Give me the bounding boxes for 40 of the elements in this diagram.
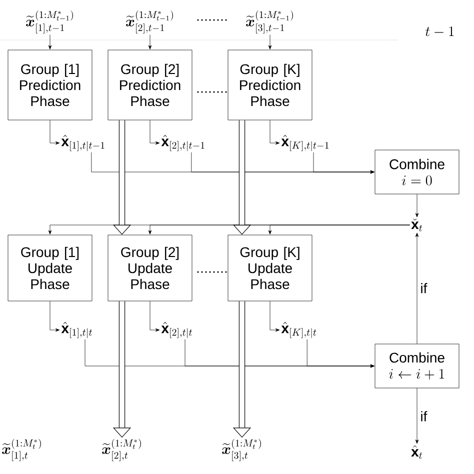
edge-label: if [419, 282, 428, 294]
formula-label: $\widetilde{\boldsymbol{x}}_{[3],t-1}^{(1:M_{t-1}^{*})}$ [246, 10, 293, 34]
arrow [50, 120, 60, 145]
formula-label: $\hat{\mathbf{x}}_{[2],t|t}$ [161, 322, 192, 338]
arrow [48, 34, 52, 50]
formula-label: $\hat{\mathbf{x}}_{[K],t|t-1}$ [281, 134, 328, 152]
formula-label: $\widetilde{\boldsymbol{x}}_{[2],t-1}^{(1:M_{t-1}^{*})}$ [126, 10, 173, 34]
time-label: $t-1$ [425, 26, 454, 36]
formula-label: $\widetilde{\boldsymbol{x}}_{[2],t}^{(1:M_{t}^{*})}$ [102, 438, 141, 462]
formula-label: $\hat{\mathbf{x}}_{t}$ [411, 445, 422, 459]
process-box: Group [K] Update Phase [228, 234, 312, 302]
arrow [50, 301, 60, 332]
arrow [270, 301, 280, 332]
arrow [150, 301, 160, 332]
process-box: Group [2] Prediction Phase [108, 50, 192, 120]
arrow [306, 339, 374, 368]
arrow [268, 34, 272, 50]
arrow [415, 388, 419, 444]
arrow [268, 224, 410, 234]
formula-label: $\hat{\mathbf{x}}_{[K],t|t}$ [281, 322, 316, 338]
formula-label: $\widetilde{\boldsymbol{x}}_{[3],t}^{(1:M_{t}^{*})}$ [222, 438, 261, 462]
formula-label: $\hat{\mathbf{x}}_{[1],t|t-1}$ [61, 134, 104, 152]
formula-label: $\widetilde{\boldsymbol{x}}_{[1],t}^{(1:M_{t}^{*})}$ [2, 438, 41, 462]
combine-box: Combine $i=0$ [374, 150, 460, 194]
arrow [415, 194, 419, 218]
process-box: Group [K] Prediction Phase [228, 50, 312, 120]
arrow [270, 120, 280, 145]
process-box: Group [1] Update Phase [8, 234, 92, 302]
arrow [148, 34, 152, 50]
edge-label: if [419, 410, 428, 422]
arrow [415, 232, 419, 344]
formula-label: $\check{\mathbf{x}}_{t}$ [411, 218, 422, 232]
combine-box: Combine $i\leftarrow i+1$ [374, 344, 460, 388]
arrow [313, 152, 374, 174]
process-box: Group [2] Update Phase [108, 234, 192, 302]
arrow [150, 120, 160, 145]
process-box: Group [1] Prediction Phase [8, 50, 92, 120]
formula-label: $\hat{\mathbf{x}}_{[1],t|t}$ [61, 322, 92, 338]
formula-label: $\hat{\mathbf{x}}_{[2],t|t-1}$ [161, 134, 204, 152]
formula-label: $\widetilde{\boldsymbol{x}}_{[1],t-1}^{(1:M_{t-1}^{*})}$ [26, 10, 73, 34]
